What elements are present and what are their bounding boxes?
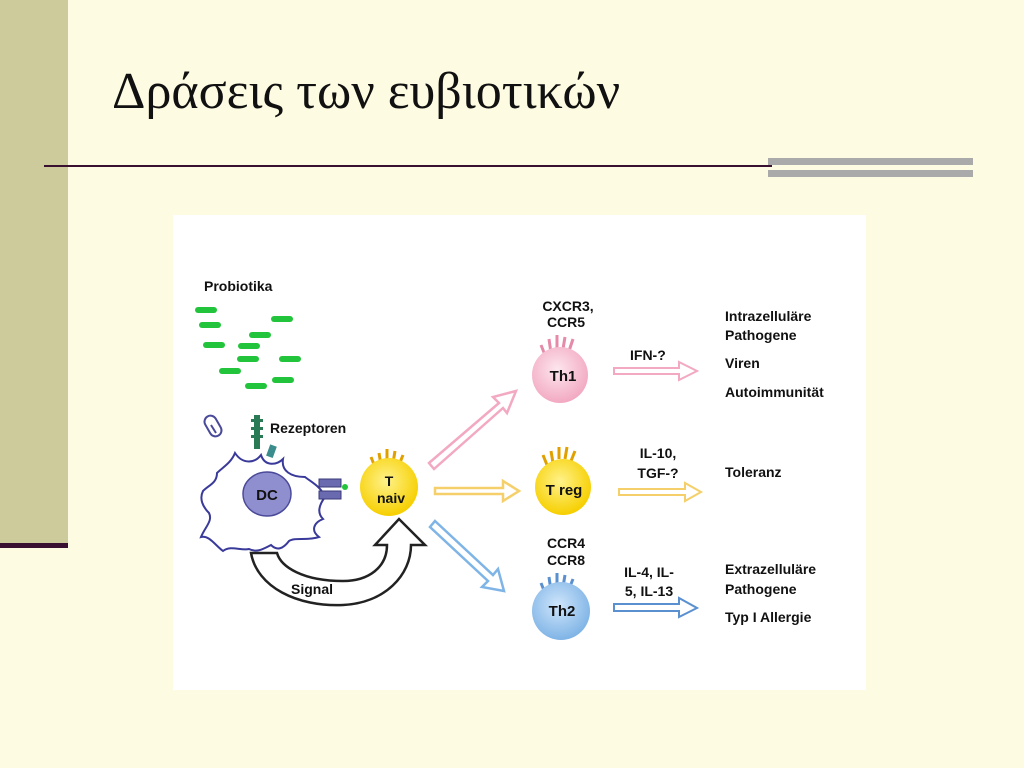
bacterium — [245, 383, 267, 389]
th2-label: Th2 — [549, 603, 576, 620]
bacterium — [237, 356, 259, 362]
dc-label: DC — [256, 487, 278, 504]
th2-effect-1: Extrazelluläre — [725, 561, 816, 577]
t-naive-label-line2: naiv — [377, 490, 405, 506]
receptor-icon — [251, 415, 277, 459]
probiotics-diagram: Probiotika Rezeptoren DC — [173, 215, 866, 690]
bacterium — [249, 332, 271, 338]
arrow-to-treg — [433, 478, 522, 504]
th2-cytokine-line2: 5, IL-13 — [625, 583, 673, 599]
treg-effect-1: Toleranz — [725, 464, 782, 480]
slide-title: Δράσεις των ευβιοτικών — [112, 63, 621, 120]
th2-cell: Th2 — [532, 573, 590, 640]
synapse-receptor-icon — [318, 478, 348, 500]
th2-effect-2: Pathogene — [725, 581, 797, 597]
left-decor-band — [0, 0, 68, 548]
th1-effect-3: Viren — [725, 355, 760, 371]
arrow-to-th1 — [427, 389, 519, 471]
treg-cytokine-line1: IL-10, — [640, 445, 677, 461]
probiotic-bacteria-group — [195, 307, 301, 389]
th1-label: Th1 — [550, 368, 577, 385]
th2-effect-3: Typ I Allergie — [725, 609, 812, 625]
bacterium — [195, 307, 217, 313]
bacterium — [199, 322, 221, 328]
title-rule-accent-top — [768, 158, 973, 165]
bacterium — [272, 377, 294, 383]
title-rule-accent-bottom — [768, 170, 973, 177]
bacterium — [203, 342, 225, 348]
th1-effect-1: Intrazelluläre — [725, 308, 812, 324]
treg-effect-arrow — [618, 481, 704, 503]
t-naive-cell: T naiv — [360, 449, 418, 516]
th1-markers-line2: CCR5 — [547, 314, 585, 330]
pathogen-capsule-icon — [203, 414, 223, 438]
arrow-to-th2 — [428, 519, 506, 593]
bacterium — [279, 356, 301, 362]
th1-cell: Th1 — [532, 335, 588, 403]
th2-markers-line1: CCR4 — [547, 535, 585, 551]
dc-nucleus — [242, 471, 292, 517]
th1-effect-arrow — [613, 360, 700, 382]
t-naive-label-line1: T — [385, 473, 394, 489]
th2-effect-arrow — [613, 596, 700, 619]
treg-cytokine-line2: TGF-? — [637, 465, 678, 481]
th1-cytokine: IFN-? — [630, 347, 666, 363]
th2-cytokine-line1: IL-4, IL- — [624, 564, 674, 580]
treg-cell: T reg — [535, 446, 591, 515]
left-decor-line — [0, 543, 68, 548]
bacterium — [219, 368, 241, 374]
th1-effect-2: Pathogene — [725, 327, 797, 343]
th1-effect-4: Autoimmunität — [725, 384, 824, 400]
receptors-label: Rezeptoren — [270, 420, 346, 436]
bacterium — [271, 316, 293, 322]
bacterium — [238, 343, 260, 349]
signal-curved-arrow: Signal — [249, 517, 429, 607]
th1-markers-line1: CXCR3, — [542, 298, 593, 314]
probiotics-label: Probiotika — [204, 278, 273, 294]
treg-label: T reg — [546, 482, 583, 499]
th2-markers-line2: CCR8 — [547, 552, 585, 568]
title-rule — [44, 165, 772, 167]
signal-label: Signal — [291, 581, 333, 597]
